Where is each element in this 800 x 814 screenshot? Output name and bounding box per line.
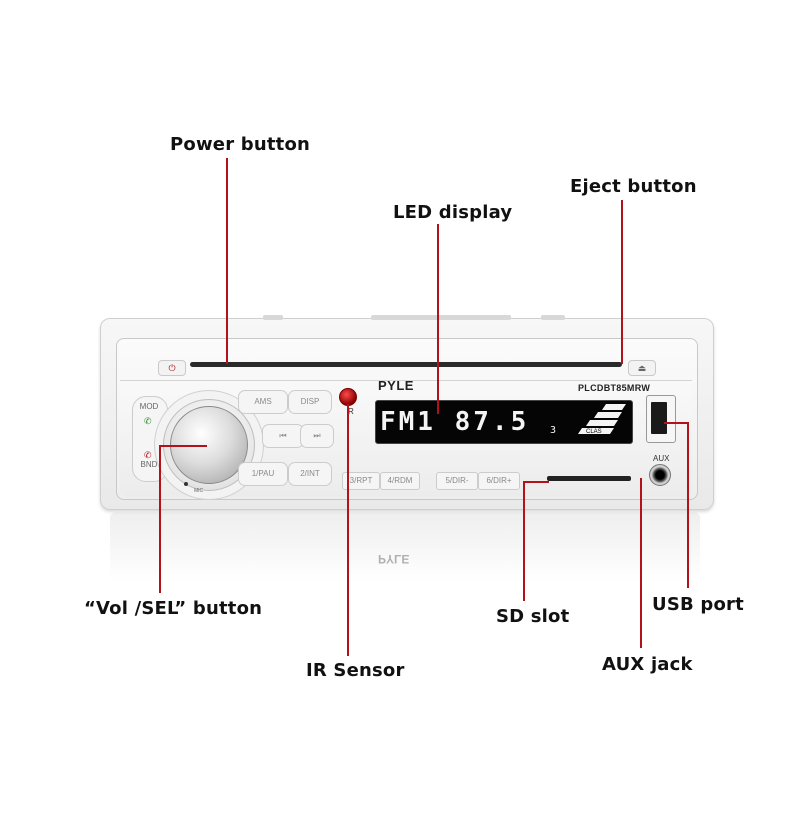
ir-leader-line [347,404,349,656]
sd-slot[interactable] [547,476,631,481]
usb-port-opening [651,402,667,434]
ir-label: R [348,407,354,416]
call-answer-icon: ✆ [144,416,152,426]
preset-6-dir-plus-button[interactable]: 6/DIR+ [478,472,520,490]
usb-port-label: USB port [652,594,744,615]
disp-button[interactable]: DISP [288,390,332,414]
vol-leader-line-v [159,445,161,593]
ir-sensor-label: IR Sensor [306,660,405,681]
next-button[interactable]: ⏭ [300,424,334,448]
prev-button[interactable]: ⏮ [262,424,304,448]
preset-3-rpt-button[interactable]: 3/RPT [342,472,380,490]
aux-label: AUX [653,454,670,463]
top-ridge [541,315,565,320]
model-number: PLCDBT85MRW [578,383,651,393]
display-badge: CLAS [586,429,602,435]
sd-slot-label: SD slot [496,606,570,627]
preset-2-int-button[interactable]: 2/INT [288,462,332,486]
device-reflection [110,512,700,582]
vol-sel-button-label: “Vol /SEL” button [84,598,263,619]
power-button-label: Power button [170,134,311,155]
power-button[interactable]: ⏻ [158,360,186,376]
eject-leader-line [621,200,623,364]
eject-button[interactable]: ⏏ [628,360,656,376]
display-frequency: FM1 87.5 [380,407,530,437]
mic-label: MIC [194,488,204,494]
display-preset: 3 [550,425,557,436]
led-display-label: LED display [393,202,513,223]
reflection-brand: PYLE [378,552,410,566]
usb-leader-line-h [664,422,688,424]
eq-level-icon: CLAS [578,404,626,435]
sd-leader-line-h [523,481,549,483]
top-ridge [263,315,283,320]
bnd-button[interactable]: BND [140,460,158,469]
eject-button-label: Eject button [570,176,697,197]
preset-5-dir-minus-button[interactable]: 5/DIR- [436,472,478,490]
power-leader-line [226,158,228,364]
call-end-icon: ✆ [144,450,152,460]
usb-leader-line-v [687,422,689,588]
aux-jack-label: AUX jack [602,654,693,675]
preset-4-rdm-button[interactable]: 4/RDM [380,472,420,490]
ams-button[interactable]: AMS [238,390,288,414]
aux-leader-line [640,478,642,648]
mic-hole [184,482,188,486]
top-ridge [371,315,511,320]
mod-button[interactable]: MOD [139,402,159,411]
aux-jack[interactable] [649,464,671,486]
led-leader-line [437,224,439,414]
preset-1-pau-button[interactable]: 1/PAU [238,462,288,486]
brand-logo: PYLE [378,378,414,393]
disc-slot [190,362,622,367]
sd-leader-line-v [523,481,525,601]
vol-leader-line-h [159,445,207,447]
